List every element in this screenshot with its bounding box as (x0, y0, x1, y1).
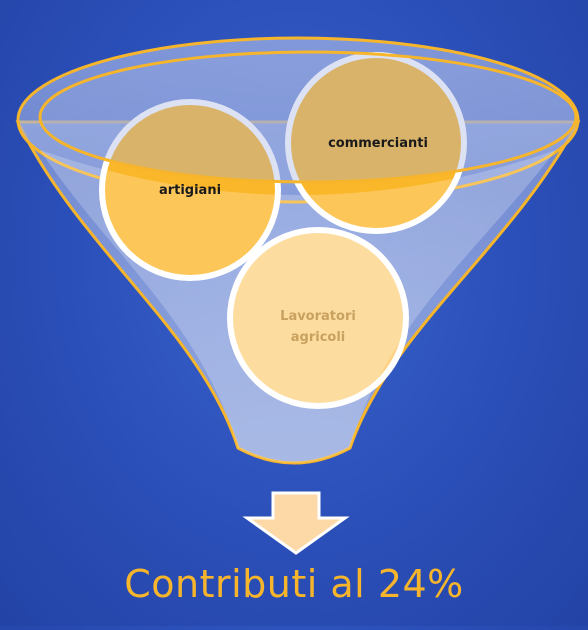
circle-label-lavoratori-line-1: Lavoratori (280, 309, 356, 324)
funnel-rim-inner (38, 50, 578, 184)
funnel-body-overlay (40, 150, 556, 463)
circle-label-commercianti: commercianti (328, 136, 428, 151)
circle-lavoratori-agricoli (227, 227, 409, 409)
circle-label-lavoratori-line-2: agricoli (291, 330, 346, 345)
down-arrow-icon (242, 491, 350, 555)
result-label: Contributi al 24% (124, 562, 464, 606)
circle-artigiani (99, 99, 281, 281)
circle-label-artigiani: artigiani (159, 183, 221, 198)
circles-layer (99, 52, 467, 409)
